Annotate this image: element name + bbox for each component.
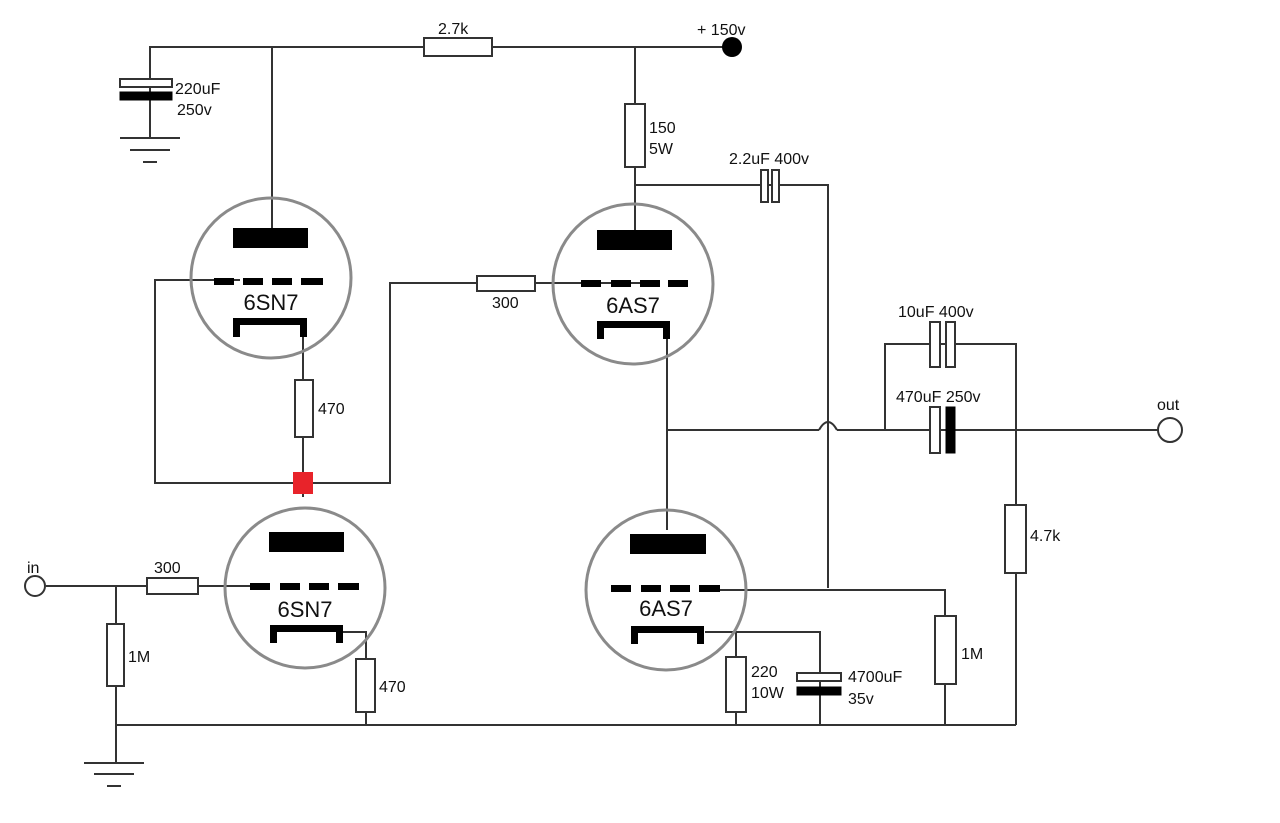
- ground-symbol-bottom: [84, 762, 144, 787]
- capacitor-4700uf: [796, 672, 842, 696]
- capacitor-2-2uf-label: 2.2uF 400v: [729, 151, 809, 168]
- input-terminal: [24, 575, 46, 597]
- capacitor-4700uf-rating: 35v: [848, 691, 874, 708]
- input-terminal-label: in: [27, 560, 39, 577]
- resistor-150-rating: 5W: [649, 141, 674, 158]
- output-terminal: [1157, 417, 1183, 443]
- tube-v2: 6SN7: [223, 506, 387, 670]
- resistor-1m-grid-v4: [934, 615, 957, 685]
- resistor-220-value: 220: [751, 664, 778, 681]
- resistor-300-input-label: 300: [154, 560, 181, 577]
- wire-feedback: [635, 184, 829, 588]
- junction-marker: [293, 472, 313, 494]
- resistor-1m-grid-v4-label: 1M: [961, 646, 983, 663]
- resistor-1m-input-label: 1M: [128, 649, 150, 666]
- tube-v1-label: 6SN7: [243, 290, 298, 315]
- tube-v1-plate: [233, 228, 308, 248]
- tube-v1-grid: [214, 278, 323, 285]
- tube-v3-plate: [597, 230, 672, 250]
- ground-symbol-top: [120, 137, 180, 163]
- tube-v1-cathode: [233, 318, 307, 337]
- tube-v4-plate: [630, 534, 706, 554]
- resistor-150-value: 150: [649, 120, 676, 137]
- tube-v4-label: 6AS7: [639, 596, 693, 621]
- wire-v1-grid-loop: [154, 279, 650, 484]
- resistor-4-7k-label: 4.7k: [1030, 528, 1061, 545]
- output-terminal-label: out: [1157, 397, 1180, 414]
- capacitor-220uf-value: 220uF: [175, 81, 221, 98]
- resistor-2-7k: [423, 37, 493, 57]
- capacitor-4700uf-value: 4700uF: [848, 669, 902, 686]
- resistor-1m-input: [106, 623, 125, 687]
- tube-v1: 6SN7: [189, 196, 353, 360]
- resistor-220-rating: 10W: [751, 685, 785, 702]
- capacitor-470uf-label: 470uF 250v: [896, 389, 981, 406]
- resistor-300-grid-v3: [476, 275, 536, 292]
- resistor-470-lower: [355, 658, 376, 713]
- resistor-470-upper-label: 470: [318, 401, 345, 418]
- tube-v2-cathode: [270, 625, 343, 643]
- tube-v3-label: 6AS7: [606, 293, 660, 318]
- tube-v4-cathode: [631, 626, 704, 644]
- tube-v4: 6AS7: [584, 508, 748, 672]
- tube-v4-grid: [611, 585, 720, 592]
- resistor-300-input: [146, 577, 199, 595]
- supply-node: [722, 37, 742, 57]
- tube-v3: 6AS7: [551, 202, 715, 366]
- resistor-4-7k: [1004, 504, 1027, 574]
- capacitor-220uf: [119, 78, 173, 101]
- supply-label: + 150v: [697, 22, 745, 39]
- resistor-220: [725, 656, 747, 713]
- tube-v2-label: 6SN7: [277, 597, 332, 622]
- resistor-150: [624, 103, 646, 168]
- resistor-300-grid-v3-label: 300: [492, 295, 519, 312]
- supply-rail: [149, 46, 732, 138]
- resistor-2-7k-label: 2.7k: [438, 21, 469, 38]
- capacitor-220uf-rating: 250v: [177, 102, 212, 119]
- capacitor-10uf-label: 10uF 400v: [898, 304, 974, 321]
- tube-v2-grid: [250, 583, 359, 590]
- wires: [46, 46, 1158, 762]
- tube-v3-cathode: [597, 321, 670, 339]
- capacitor-10uf: [929, 321, 956, 368]
- capacitor-2-2uf: [760, 169, 780, 203]
- resistor-470-upper: [294, 379, 314, 438]
- capacitor-470uf: [929, 406, 956, 454]
- wire-crossover: [818, 421, 838, 431]
- resistor-470-lower-label: 470: [379, 679, 406, 696]
- wire-v4-grid: [720, 589, 946, 725]
- tube-v2-plate: [269, 532, 344, 552]
- tube-v3-grid: [581, 280, 688, 287]
